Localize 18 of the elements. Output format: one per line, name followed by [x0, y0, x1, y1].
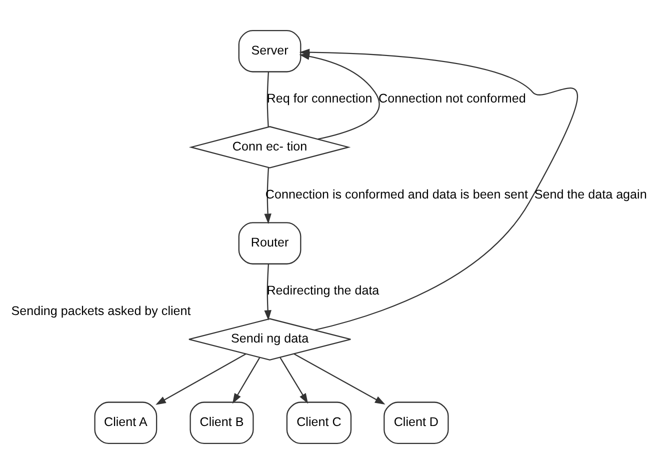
node-box: Client B: [190, 401, 254, 444]
node-diamond: Sendi ng data: [188, 318, 352, 360]
node-box: Client D: [384, 401, 449, 444]
edge-label: Connection not conformed: [378, 90, 526, 105]
edge-label: Send the data again: [534, 186, 647, 201]
connector: [266, 71, 270, 126]
arrow: [294, 352, 386, 404]
node-box: Client A: [94, 401, 158, 444]
node-diamond: Conn ec- tion: [188, 126, 351, 168]
arrow: [264, 263, 272, 320]
node-box: Client C: [286, 401, 352, 444]
arrow: [264, 166, 272, 224]
node-label: Sending packets asked by client: [11, 304, 191, 318]
arrow: [156, 352, 246, 404]
arrow: [232, 356, 260, 404]
arrow: [280, 356, 308, 404]
node-box: Router: [238, 222, 302, 264]
node-box: Server: [238, 30, 302, 72]
